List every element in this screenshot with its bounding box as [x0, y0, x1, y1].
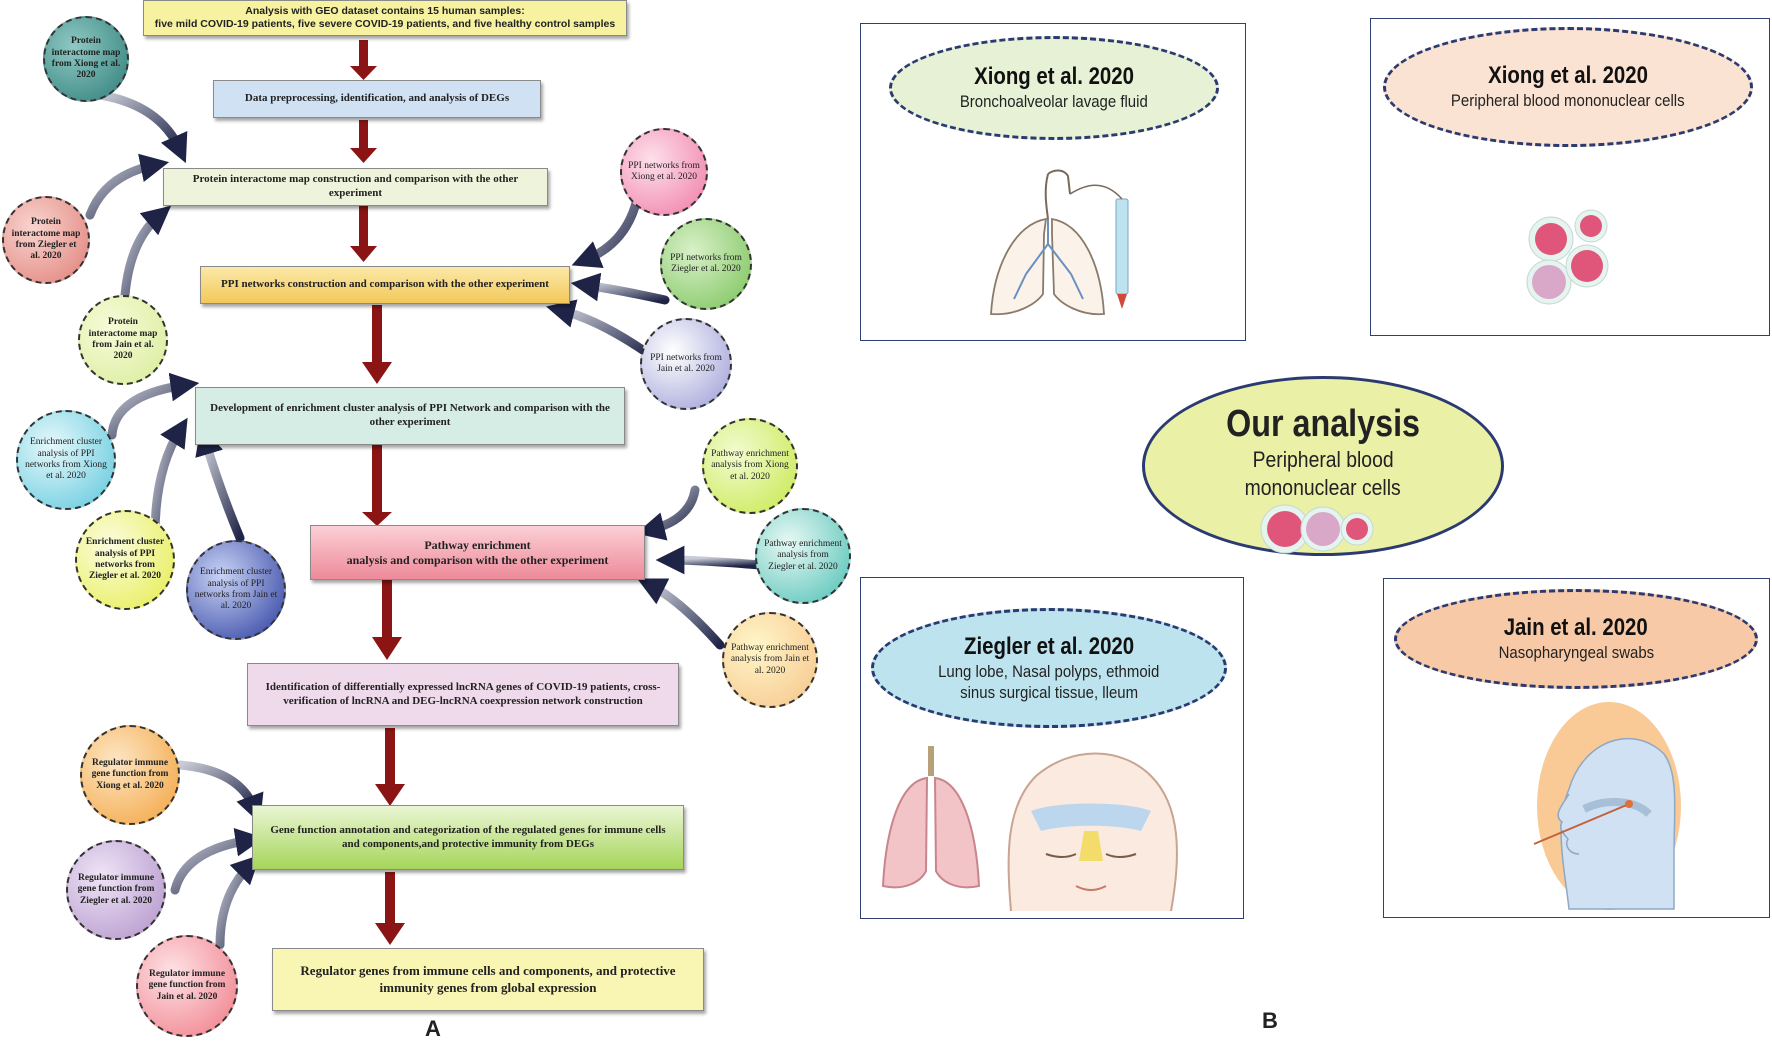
oval-subtitle: Peripheral blood mononuclear cells: [1451, 91, 1685, 111]
lungs-lavage-icon: [990, 169, 1129, 316]
down-arrows: [350, 40, 405, 945]
our-analysis-title: Our analysis: [1226, 403, 1420, 445]
circle-regulator-jain: Regulator immune gene function from Jain…: [136, 935, 238, 1037]
down-arrow: [350, 120, 377, 163]
side-arrow: [170, 827, 265, 895]
circle-pathway-ziegler: Pathway enrichment analysis from Ziegler…: [755, 508, 851, 604]
step-data-preprocessing: Data preprocessing, identification, and …: [213, 80, 541, 118]
side-arrow: [107, 372, 200, 440]
down-arrow: [375, 872, 405, 945]
side-arrow: [85, 153, 170, 220]
oval-subtitle-line1: Lung lobe, Nasal polyps, ethmoid: [938, 661, 1160, 681]
circle-ppi-jain: PPI networks from Jain et al. 2020: [640, 318, 732, 410]
step-protein-interactome: Protein interactome map construction and…: [163, 168, 548, 206]
oval-xiong-pbmc: Xiong et al. 2020 Peripheral blood monon…: [1383, 27, 1753, 147]
circle-enrichment-ziegler: Enrichment cluster analysis of PPI netwo…: [75, 510, 175, 610]
step-ppi-networks: PPI networks construction and comparison…: [200, 266, 570, 304]
circle-regulator-ziegler: Regulator immune gene function from Zieg…: [66, 840, 166, 940]
down-arrow: [375, 728, 405, 806]
step-enrichment-cluster: Development of enrichment cluster analys…: [195, 387, 625, 445]
circle-protein-interactome-jain: Protein interactome map from Jain et al.…: [78, 295, 168, 385]
down-arrow: [372, 580, 402, 660]
side-arrow: [655, 545, 765, 575]
step-geo-dataset: Analysis with GEO dataset contains 15 hu…: [143, 0, 627, 36]
side-arrow: [175, 760, 264, 824]
step-lncrna: Identification of differentially express…: [247, 663, 679, 726]
side-arrow: [215, 854, 261, 950]
side-arrow: [546, 299, 655, 360]
oval-subtitle-line2: sinus surgical tissue, lleum: [960, 683, 1138, 702]
oval-title: Jain et al. 2020: [1503, 614, 1649, 642]
panel-ziegler: Ziegler et al. 2020 Lung lobe, Nasal pol…: [860, 577, 1244, 919]
down-arrow: [362, 305, 392, 384]
pbmc-cells-icon: [1526, 209, 1609, 305]
side-arrow: [120, 205, 172, 300]
oval-title: Xiong et al. 2020: [974, 63, 1134, 91]
side-arrow: [150, 417, 188, 540]
side-arrow: [195, 426, 245, 543]
our-analysis-line1: Peripheral blood: [1252, 447, 1394, 472]
circle-ppi-xiong: PPI networks from Xiong et al. 2020: [620, 128, 708, 216]
panel-xiong-pbmc: Xiong et al. 2020 Peripheral blood monon…: [1370, 18, 1770, 336]
oval-xiong-balf: Xiong et al. 2020 Bronchoalveolar lavage…: [889, 36, 1219, 140]
our-analysis-line2: mononuclear cells: [1244, 474, 1402, 500]
oval-subtitle: Bronchoalveolar lavage fluid: [960, 92, 1148, 112]
panel-label-a: A: [425, 1016, 441, 1041]
circle-pathway-jain: Pathway enrichment analysis from Jain et…: [722, 612, 818, 708]
oval-title: Ziegler et al. 2020: [963, 632, 1135, 660]
oval-subtitle: Nasopharyngeal swabs: [1498, 643, 1654, 663]
down-arrow: [350, 206, 377, 262]
nasopharyngeal-swab-icon: [1533, 702, 1681, 910]
circle-ppi-ziegler: PPI networks from Ziegler et al. 2020: [660, 218, 752, 310]
lungs-face-icon: [881, 746, 1178, 912]
panel-xiong-balf: Xiong et al. 2020 Bronchoalveolar lavage…: [860, 23, 1246, 341]
circle-protein-interactome-ziegler: Protein interactome map from Ziegler et …: [2, 196, 90, 284]
circle-enrichment-xiong: Enrichment cluster analysis of PPI netwo…: [16, 410, 116, 510]
our-pbmc-cells-icon: [1260, 504, 1374, 554]
down-arrow: [362, 445, 392, 526]
step-regulator-genes: Regulator genes from immune cells and co…: [272, 948, 704, 1011]
circle-enrichment-jain: Enrichment cluster analysis of PPI netwo…: [186, 540, 286, 640]
side-arrow: [95, 90, 188, 164]
side-arrow: [570, 272, 670, 305]
oval-jain: Jain et al. 2020 Nasopharyngeal swabs: [1394, 589, 1758, 689]
panel-jain: Jain et al. 2020 Nasopharyngeal swabs: [1383, 578, 1770, 918]
circle-regulator-xiong: Regulator immune gene function from Xion…: [80, 725, 180, 825]
circle-protein-interactome-xiong: Protein interactome map from Xiong et al…: [43, 16, 129, 102]
step-pathway-enrichment: Pathway enrichment analysis and comparis…: [310, 525, 645, 580]
side-arrow: [636, 485, 700, 541]
oval-title: Xiong et al. 2020: [1488, 62, 1648, 90]
step-gene-function: Gene function annotation and categorizat…: [252, 805, 684, 870]
oval-ziegler: Ziegler et al. 2020 Lung lobe, Nasal pol…: [871, 608, 1227, 728]
circle-pathway-xiong: Pathway enrichment analysis from Xiong e…: [702, 418, 798, 514]
down-arrow: [350, 40, 377, 80]
side-arrow: [637, 578, 725, 650]
panel-label-b: B: [1262, 1008, 1278, 1033]
